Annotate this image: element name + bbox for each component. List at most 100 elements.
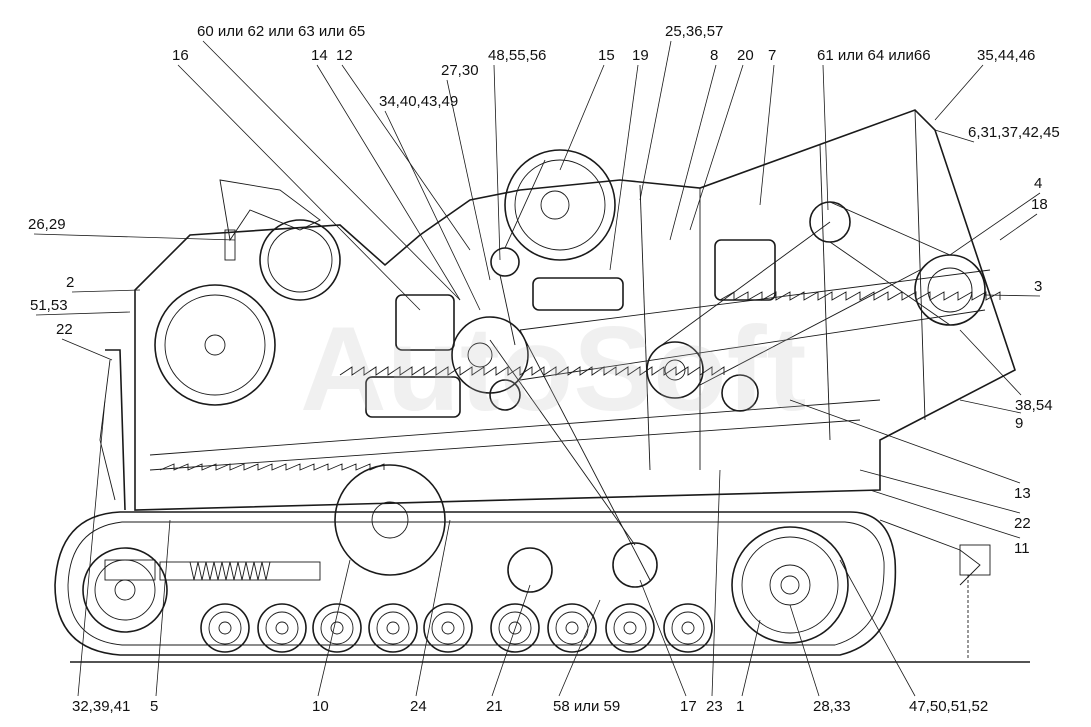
road-wheel	[605, 603, 655, 653]
leader-line-6	[934, 129, 975, 143]
leader-line-22b	[859, 469, 1021, 514]
leader-line-13	[789, 399, 1021, 484]
upper-rack	[719, 291, 1001, 301]
callout-14: 14	[311, 47, 328, 64]
leader-line-48	[493, 64, 501, 261]
leader-line-17	[639, 579, 687, 697]
road-wheel	[312, 603, 362, 653]
callout-25: 25,36,57	[665, 23, 723, 40]
callout-18: 18	[1031, 196, 1048, 213]
leader-line-12	[341, 64, 471, 251]
callout-34: 34,40,43,49	[379, 93, 458, 110]
leader-line-61	[822, 64, 829, 211]
leader-line-16	[177, 64, 421, 311]
callout-5: 5	[150, 698, 158, 715]
callout-20: 20	[737, 47, 754, 64]
leader-line-7	[759, 64, 775, 206]
callout-24: 24	[410, 698, 427, 715]
leader-line-10	[317, 559, 351, 697]
leader-line-28	[789, 604, 820, 697]
callout-60: 60 или 62 или 63 или 65	[197, 23, 365, 40]
leader-line-9	[959, 399, 1022, 414]
fan-pulley	[504, 149, 616, 261]
callout-7: 7	[768, 47, 776, 64]
leader-line-26	[33, 233, 236, 241]
leader-line-38	[959, 329, 1022, 396]
callout-12: 12	[336, 47, 353, 64]
road-wheel	[663, 603, 713, 653]
leader-line-34	[384, 110, 481, 311]
callout-11: 11	[1014, 540, 1030, 557]
leader-line-58	[558, 599, 601, 697]
leader-line-21	[491, 584, 531, 697]
callout-4: 4	[1034, 175, 1042, 192]
callout-27: 27,30	[441, 62, 479, 79]
callout-16: 16	[172, 47, 189, 64]
crawler-track	[54, 511, 897, 656]
leader-line-5	[155, 519, 171, 697]
road-wheel	[200, 603, 250, 653]
leader-line-18	[999, 213, 1038, 241]
harvester-body	[134, 109, 1016, 511]
idler-wheel	[82, 547, 168, 633]
callout-1: 1	[736, 698, 744, 715]
callout-2: 2	[66, 274, 74, 291]
callout-35: 35,44,46	[977, 47, 1035, 64]
leader-line-25	[639, 40, 672, 201]
front-frame	[99, 349, 126, 511]
tension-spring	[159, 561, 321, 581]
road-wheel	[368, 603, 418, 653]
callout-9: 9	[1015, 415, 1023, 432]
road-wheel	[490, 603, 540, 653]
callout-8: 8	[710, 47, 718, 64]
lower-conveyor	[159, 463, 385, 471]
callout-6: 6,31,37,42,45	[968, 124, 1060, 141]
leader-lines	[33, 40, 1041, 697]
callout-22a: 22	[56, 321, 73, 338]
leader-line-22a	[61, 338, 113, 361]
callout-47: 47,50,51,52	[909, 698, 988, 715]
callout-13: 13	[1014, 485, 1031, 502]
leader-line-60	[202, 40, 461, 301]
callout-15: 15	[598, 47, 615, 64]
leader-line-23	[711, 469, 721, 697]
rear-hitch	[879, 519, 991, 660]
callout-21: 21	[486, 698, 503, 715]
leader-line-20	[689, 64, 744, 231]
callout-26: 26,29	[28, 216, 66, 233]
leader-line-2	[71, 289, 141, 293]
callout-10: 10	[312, 698, 329, 715]
callout-58: 58 или 59	[553, 698, 620, 715]
leader-line-3	[984, 294, 1041, 297]
leader-line-14	[316, 64, 461, 301]
callout-51: 51,53	[30, 297, 68, 314]
callout-23: 23	[706, 698, 723, 715]
leader-line-15	[559, 64, 605, 171]
leader-line-27	[446, 79, 491, 281]
callout-28: 28,33	[813, 698, 851, 715]
leader-line-19	[609, 64, 639, 271]
callout-19: 19	[632, 47, 649, 64]
leader-line-1	[741, 619, 761, 697]
road-wheels	[200, 603, 713, 653]
leader-line-35	[934, 64, 984, 121]
callout-61: 61 или 64 или66	[817, 47, 931, 64]
rear-drum	[154, 219, 341, 406]
callout-17: 17	[680, 698, 697, 715]
leader-line-11	[869, 489, 1021, 539]
watermark: AutoSoft	[300, 302, 806, 436]
leader-line-47	[839, 559, 916, 697]
leader-line-4	[949, 192, 1041, 256]
drive-sprocket	[731, 526, 849, 644]
leader-line-32	[77, 399, 106, 697]
callout-38: 38,54	[1015, 397, 1053, 414]
callout-48: 48,55,56	[488, 47, 546, 64]
inspection-hatches	[365, 239, 776, 418]
callout-32: 32,39,41	[72, 698, 130, 715]
leader-line-8	[669, 64, 717, 241]
road-wheel	[257, 603, 307, 653]
leader-line-51	[35, 311, 131, 316]
